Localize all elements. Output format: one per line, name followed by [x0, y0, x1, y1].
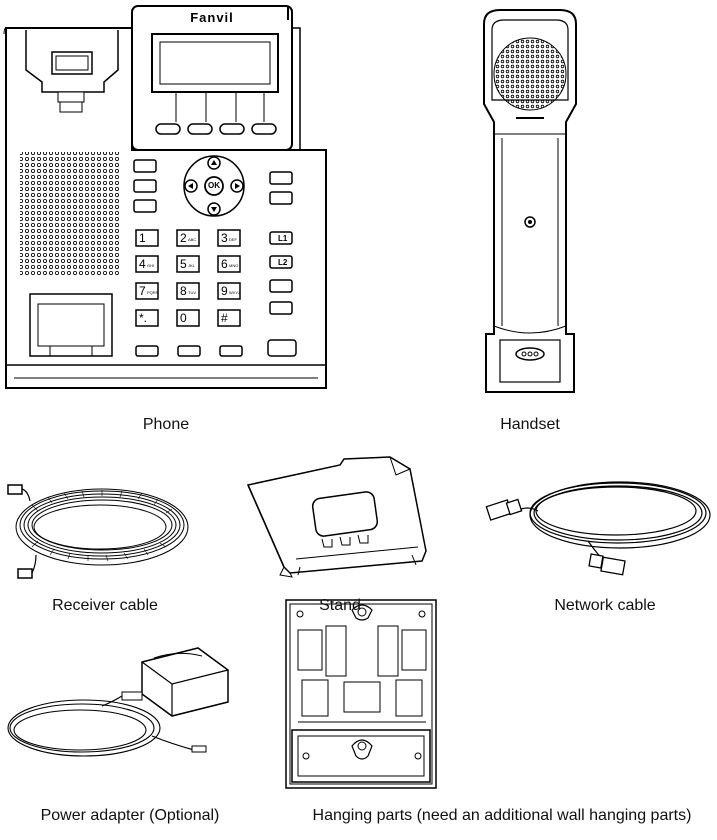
power-adapter-caption: Power adapter (Optional) — [40, 807, 220, 824]
keypad-key-sublabel: DEF — [229, 237, 237, 242]
keypad-key-label: 0 — [180, 311, 187, 325]
keypad-key-sublabel: TUV — [188, 290, 196, 295]
stand-caption: Stand — [319, 597, 361, 614]
keypad-key-sublabel: ABC — [188, 237, 197, 242]
keypad-key-sublabel: MNO — [229, 263, 239, 268]
keypad-key-label: 7 — [139, 284, 146, 298]
keypad-key-sublabel: WXYZ — [229, 290, 241, 295]
handset-caption: Handset — [500, 416, 560, 433]
keypad-key-label: 9 — [221, 284, 228, 298]
keypad-key-label: 2 — [180, 231, 187, 245]
hanging-parts-caption: Hanging parts (need an additional wall h… — [312, 807, 692, 824]
stand-illustration — [240, 455, 430, 580]
keypad-key-label: 8 — [180, 284, 187, 298]
line-key-label: L1 — [278, 234, 288, 243]
nav-ok-label: OK — [208, 181, 220, 190]
phone-caption: Phone — [142, 416, 190, 433]
keypad-key-label: # — [221, 311, 228, 325]
power-adapter-illustration — [2, 640, 232, 770]
line-key-label: L2 — [278, 258, 288, 267]
keypad-key-label: 1 — [139, 231, 146, 245]
keypad-key-sublabel: GHI — [147, 263, 155, 268]
keypad-key-label: *. — [139, 311, 148, 325]
keypad-key-label: 5 — [180, 257, 187, 271]
keypad-key-label: 4 — [139, 257, 146, 271]
handset-illustration — [470, 4, 590, 399]
receiver-cable-illustration — [2, 455, 202, 585]
keypad-key-label: 3 — [221, 231, 228, 245]
keypad-key-sublabel: PQRS — [147, 290, 159, 295]
keypad-key-sublabel: JKL — [188, 263, 195, 268]
network-cable-illustration — [478, 455, 714, 580]
receiver-cable-caption: Receiver cable — [52, 597, 158, 614]
phone-illustration — [0, 0, 330, 395]
hanging-parts-illustration — [282, 596, 442, 792]
keypad-key-label: 6 — [221, 257, 228, 271]
network-cable-caption: Network cable — [554, 597, 656, 614]
phone-brand-logo: Fanvil — [190, 10, 234, 25]
